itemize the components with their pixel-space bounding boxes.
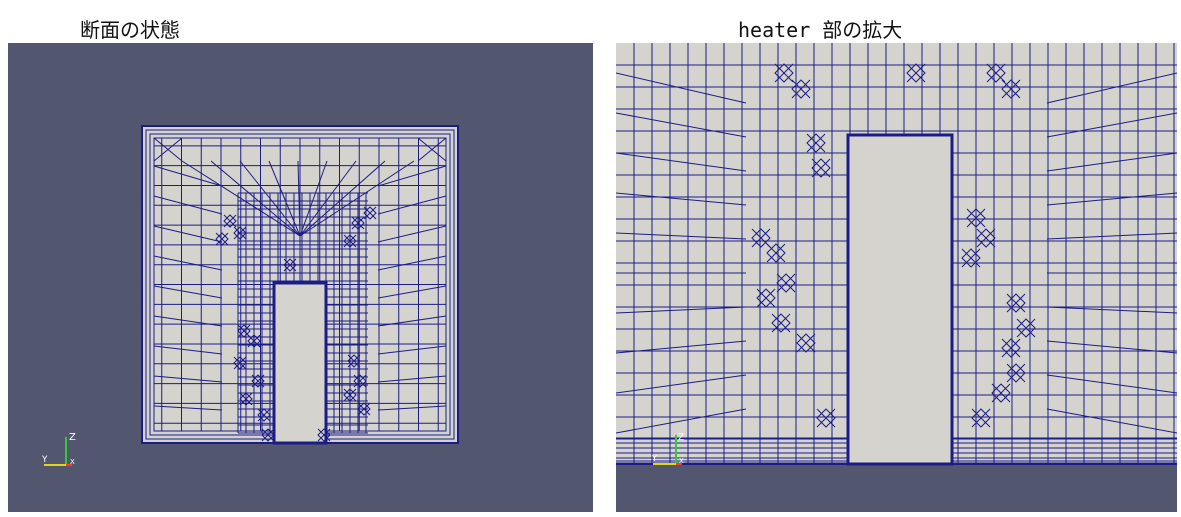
viewport-cross-section[interactable]: Z Y X	[8, 43, 593, 512]
viewport-heater-zoom[interactable]: Z Y X	[616, 43, 1177, 512]
mesh-refinement-zones-zoom	[751, 63, 1036, 428]
mesh-render-left: Z Y X	[41, 125, 459, 466]
domain-outline	[141, 125, 459, 444]
axis-z-label: Z	[69, 432, 76, 443]
axis-y-label: Y	[651, 454, 657, 463]
caption-cross-section: 断面の状態	[80, 18, 180, 42]
mesh-render-right: Z Y X	[616, 43, 1177, 466]
caption-heater-zoom: heater 部の拡大	[738, 18, 903, 42]
heater-body	[272, 281, 328, 445]
heater-body-zoom	[846, 133, 954, 466]
orientation-axes: Z Y X	[41, 432, 76, 466]
axis-x-label: X	[679, 457, 684, 465]
axis-z-label: Z	[678, 433, 684, 443]
mesh-refinement-zones	[215, 206, 377, 442]
mesh-grid-zoom	[616, 43, 1177, 464]
axis-x-label: X	[70, 458, 75, 466]
orientation-axes-zoom: Z Y X	[651, 433, 684, 465]
axis-y-label: Y	[41, 455, 48, 465]
